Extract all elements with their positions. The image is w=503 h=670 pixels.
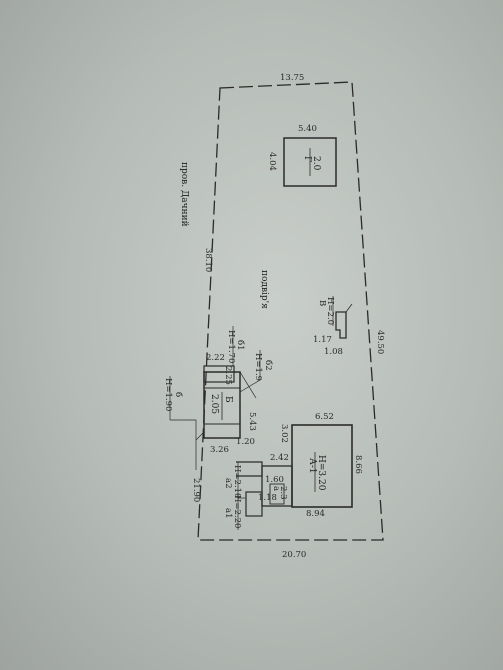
porch-b-height: Н=1.90 <box>163 378 173 411</box>
dim-bottom: 20.70 <box>282 550 306 560</box>
building-a1-height: Н=3.20 <box>316 455 326 491</box>
building-a-d3: 2.42 <box>270 453 289 463</box>
porch-a2 <box>236 461 263 477</box>
building-a-d1: 1.60 <box>265 475 284 485</box>
building-a-d2: 1.18 <box>258 493 277 503</box>
porch-b1-d2: 2.25 <box>223 366 233 385</box>
porch-b1-d1: 2.22 <box>206 353 225 363</box>
building-v-letter: В <box>317 300 327 306</box>
building-g-width: 5.40 <box>298 124 317 134</box>
building-a1-letter: А-1 <box>307 458 317 474</box>
building-g-letter: Г <box>302 156 312 162</box>
building-v-d1: 1.17 <box>313 335 332 345</box>
building-a1-w2: 8.66 <box>353 455 363 474</box>
porch-b1-height: Н=1.70 <box>226 330 236 363</box>
porch-a1 <box>245 491 263 517</box>
porch-a1-height: Н=2.20 <box>232 495 242 528</box>
building-v <box>335 311 347 339</box>
building-a-inner <box>269 483 285 505</box>
dim-left: 38.10 <box>203 248 213 272</box>
yard-label: подвір'я <box>259 270 269 309</box>
building-g-height: 2.0 <box>311 156 321 171</box>
porch-b1 <box>203 365 235 383</box>
building-b-letter: Б <box>223 396 233 403</box>
building-b-d1: 3.26 <box>210 445 229 455</box>
building-b-d2: 1.20 <box>236 437 255 447</box>
property-boundary <box>197 81 384 541</box>
street-label: пров. Дачний <box>179 162 189 227</box>
building-a1-w1: 6.52 <box>315 412 334 422</box>
building-v-height: Н=2.0 <box>325 297 335 325</box>
porch-b-code: б <box>173 392 184 397</box>
porch-b2-code: б2 <box>263 360 274 371</box>
building-v-d2: 1.08 <box>324 347 343 357</box>
dim-top: 13.75 <box>280 73 304 83</box>
porch-a2-code: а2 <box>223 478 233 488</box>
building-b-d3: 5.43 <box>247 412 257 431</box>
building-b-core <box>203 387 241 425</box>
building-a1-w3: 8.94 <box>306 509 325 519</box>
building-a1-w4: 3.02 <box>279 424 289 443</box>
building-a-height: 2.3 <box>278 486 288 500</box>
dim-right: 49.50 <box>375 330 385 354</box>
building-b-height: 2.05 <box>209 394 219 414</box>
dim-left-lower: 21.90 <box>191 478 201 502</box>
porch-b2-height: Н=1.9 <box>253 353 263 381</box>
porch-b1-code: б1 <box>235 340 246 351</box>
porch-a1-code: а1 <box>223 508 233 518</box>
porch-a2-height: Н=2.10 <box>232 465 242 498</box>
building-a-letter: а <box>271 486 281 491</box>
building-g-depth: 4.04 <box>267 152 277 171</box>
building-g <box>283 137 337 187</box>
building-a <box>261 465 293 507</box>
